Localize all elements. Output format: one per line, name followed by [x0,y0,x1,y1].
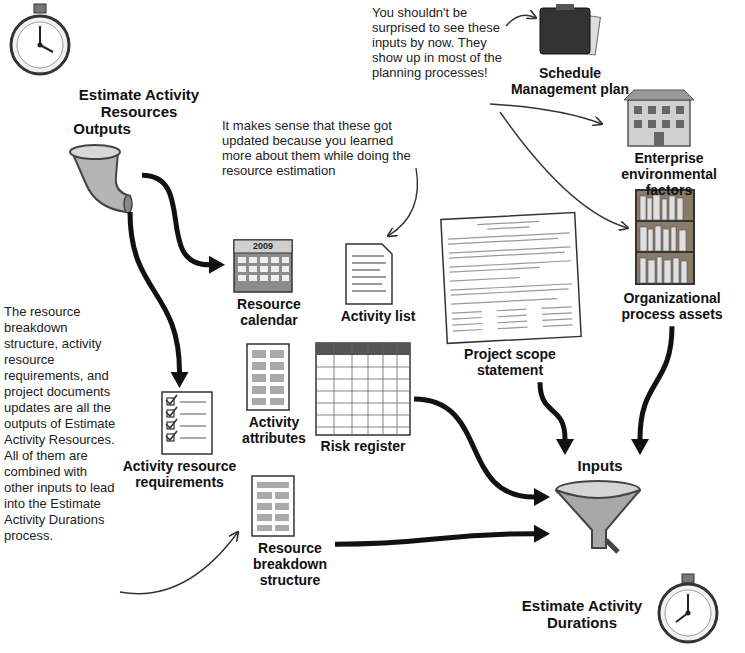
arrowhead [534,525,550,543]
funnel-icon [556,481,640,552]
calendar-icon [234,240,292,292]
document-icon [441,213,581,344]
output-pipe-icon [70,145,132,213]
node-label: Activity resource requirements [122,458,237,490]
stopwatch-icon [659,574,717,642]
input-funnel: Inputs [550,455,650,560]
flow-line [540,382,565,439]
flow-line [130,212,180,372]
arrowhead [556,439,574,455]
output-funnel: Outputs [62,120,142,212]
building-icon [624,90,694,146]
input-item: Schedule Management plan [505,2,635,101]
input-item: Organizational process assets [606,186,738,326]
node-label: Resource calendar [225,296,313,328]
node-label: Schedule Management plan [505,65,635,97]
document-item: Resource breakdown structure [245,472,335,592]
flow-arrow [540,382,574,455]
checklist-icon [162,392,212,454]
node-label: Outputs [62,120,142,137]
bookshelf-icon [636,190,694,284]
node-label: Activity attributes [232,414,316,446]
arrowhead [534,488,550,506]
node-label: Estimate Activity Durations [512,597,652,632]
flow-line [414,399,534,497]
flow-arrow [335,525,550,544]
flow-arrow [130,212,189,388]
node-label: Organizational process assets [606,290,738,322]
node-label: Estimate Activity Resources [78,86,200,121]
flow-arrow [414,399,550,506]
document-item: Activity attributes [232,340,316,450]
document-item: Activity resource requirements [122,388,237,494]
flow-line [335,534,534,544]
node-label: Activity list [333,308,423,324]
document-item: Activity list [333,240,423,328]
process-title: Estimate Activity Resources [78,86,200,125]
node-label: Risk register [312,438,414,454]
process-title: Estimate Activity Durations [512,597,652,636]
arrowhead [631,439,649,455]
document-icon [346,244,392,304]
document-icon [247,344,289,410]
document-item: Project scope statement [435,210,585,382]
document-icon [252,476,294,536]
flow-line [142,175,209,265]
node-label: Enterprise environmental factors [598,150,740,198]
node-label: Resource breakdown structure [245,540,335,588]
document-item: Risk register [312,340,414,458]
arrowhead [171,372,189,388]
handwritten-note: The resource breakdown structure, activi… [4,304,116,544]
flow-arrow [142,175,225,274]
flow-line [640,326,672,439]
briefcase-icon [540,4,600,55]
arrowhead [209,256,225,274]
node-label: Project scope statement [458,346,562,378]
node-label: Inputs [550,457,650,474]
table-icon [316,343,410,435]
flow-arrow [631,326,672,455]
calendar-year: 2009 [238,241,288,252]
handwritten-note: You shouldn't be surprised to see these … [372,5,507,80]
handwritten-note: It makes sense that these got updated be… [222,118,412,178]
input-item: Enterprise environmental factors [598,86,740,202]
stopwatch-icon [11,4,69,74]
